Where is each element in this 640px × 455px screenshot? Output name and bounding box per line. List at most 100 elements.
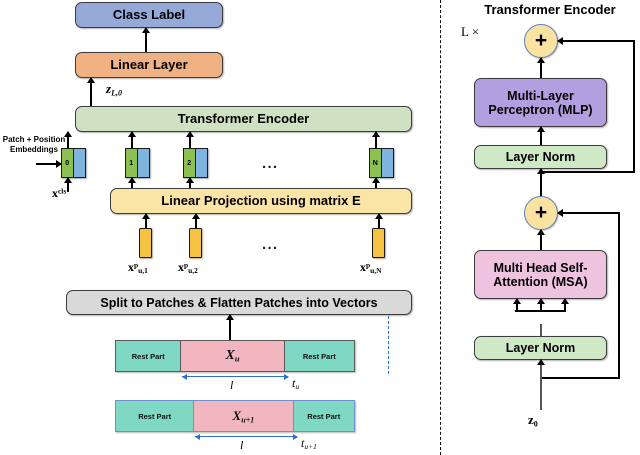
token-ellipsis: ... — [262, 155, 279, 172]
mlp-block: Multi-Layer Perceptron (MLP) — [474, 78, 607, 127]
x-cls-symbol: x — [52, 186, 58, 200]
pvn-symbol: x — [360, 260, 366, 274]
token-0-position — [73, 149, 85, 177]
residual-add-bottom: + — [524, 196, 558, 230]
residual-add-top: + — [524, 24, 558, 58]
arrow-embeddings-to-token — [36, 159, 62, 168]
pv1-symbol: x — [128, 260, 134, 274]
linear-layer-text: Linear Layer — [110, 56, 188, 72]
right-panel-title: Transformer Encoder — [484, 2, 616, 17]
skip-line-bottom-branch — [541, 377, 620, 380]
pvn-sub: u,N — [370, 266, 382, 276]
arrow-token0-up — [67, 132, 69, 150]
skip-line-top-branch — [541, 171, 635, 174]
layer-norm-bottom-text: Layer Norm — [505, 341, 576, 355]
qkv-bus — [515, 310, 566, 313]
row-u1-symbol: X — [232, 408, 242, 423]
panel-divider — [440, 0, 441, 455]
class-label-text: Class Label — [112, 6, 186, 22]
msa-line1: Multi Head Self- — [493, 260, 588, 275]
msa-block: Multi Head Self- Attention (MSA) — [474, 250, 607, 299]
msa-line2: Attention (MSA) — [493, 274, 588, 289]
linear-layer-block: Linear Layer — [75, 52, 223, 78]
linear-projection-text: Linear Projection using matrix E — [161, 192, 361, 208]
token-0: 0 — [61, 148, 86, 178]
arrow-qkv-center — [540, 299, 542, 312]
tu-symbol: t — [292, 376, 296, 390]
pvn-sup: p — [366, 260, 371, 270]
token-n: N — [369, 148, 394, 178]
patch-vector-1 — [139, 228, 152, 258]
patch-vector-n-label: xpu,N — [360, 260, 382, 275]
class-label-block: Class Label — [75, 2, 223, 28]
row-u1-center: Xu+1 — [193, 401, 293, 431]
tu1-symbol: t — [301, 436, 305, 450]
arrow-pvec2-to-proj — [195, 214, 197, 230]
arrow-qkv-right — [564, 299, 566, 312]
dashed-line-tu — [388, 316, 389, 374]
split-patches-text: Split to Patches & Flatten Patches into … — [100, 295, 378, 310]
pv1-sub: u,1 — [138, 266, 148, 276]
z0-subscript: 0 — [533, 419, 538, 429]
label-tu: tu — [292, 376, 299, 391]
arrow-token1-up — [131, 132, 133, 150]
row-u-subscript: u — [234, 353, 240, 364]
token-1: 1 — [125, 148, 150, 178]
row-u1-subscript: u+1 — [241, 415, 255, 425]
z-subscript: L,0 — [111, 88, 123, 98]
z-symbol: z — [106, 81, 112, 96]
row-u1-rest-left: Rest Part — [116, 401, 194, 431]
patch-vector-n — [372, 228, 385, 258]
skip-line-top-vertical — [633, 40, 636, 173]
pp-line2: Embeddings — [9, 145, 58, 155]
x-cls-superscript: cls — [58, 186, 67, 196]
token-n-position — [381, 149, 393, 177]
encoder-input-label: z0 — [528, 412, 538, 428]
pv2-symbol: x — [178, 260, 184, 274]
arrow-ln-top-to-mlp — [540, 127, 542, 145]
layer-norm-top-text: Layer Norm — [505, 150, 576, 164]
timeline-row-u-plus-1: Rest Part Xu+1 Rest Part — [115, 400, 355, 432]
layer-norm-bottom-block: Layer Norm — [474, 336, 607, 360]
arrow-proj-to-token0 — [67, 178, 69, 192]
repeat-label: L × — [461, 24, 480, 39]
token-2-index: 2 — [184, 149, 196, 177]
label-l-row-u-plus-1: l — [240, 438, 244, 452]
pp-line1: Patch + Position — [2, 135, 66, 144]
arrow-pvecN-to-proj — [378, 214, 380, 230]
x-cls-label: xcls — [52, 186, 66, 201]
row-u-symbol: X — [225, 348, 235, 363]
measure-l-row-u-plus-1 — [195, 436, 297, 438]
arrow-qkv-left — [516, 299, 518, 312]
arrow-encoder-to-linear — [90, 78, 92, 106]
arrow-proj-to-token1 — [131, 178, 133, 192]
patch-vector-ellipsis: ... — [262, 236, 279, 253]
transformer-encoder-text: Transformer Encoder — [177, 110, 310, 126]
token-0-index: 0 — [62, 149, 74, 177]
row-u-center: Xu — [180, 341, 284, 371]
skip-line-bottom-vertical — [618, 212, 621, 379]
trunk-ln-bottom-to-msa — [540, 324, 542, 336]
arrow-token2-up — [189, 132, 191, 150]
pv2-sub: u,2 — [188, 266, 198, 276]
mlp-line2: Perceptron (MLP) — [488, 102, 593, 117]
pv2-sup: p — [184, 260, 189, 270]
arrow-add-bottom-to-ln-top — [540, 169, 542, 197]
label-l-row-u: l — [230, 378, 234, 392]
patch-vector-2-label: xpu,2 — [178, 260, 198, 275]
transformer-encoder-block: Transformer Encoder — [75, 106, 412, 132]
patch-vector-2 — [189, 228, 202, 258]
arrow-pvec1-to-proj — [145, 214, 147, 230]
patch-vector-1-label: xpu,1 — [128, 260, 148, 275]
split-patches-block: Split to Patches & Flatten Patches into … — [66, 290, 412, 315]
arrow-proj-to-tokenN — [375, 178, 377, 192]
token-1-position — [137, 149, 149, 177]
tu1-subscript: u+1 — [304, 442, 317, 452]
arrow-msa-to-add — [540, 230, 542, 250]
label-tu-plus-1: tu+1 — [301, 436, 317, 451]
pv1-sup: p — [134, 260, 139, 270]
token-2: 2 — [183, 148, 208, 178]
timeline-row-u: Rest Part Xu Rest Part — [115, 340, 355, 372]
skip-line-bottom-horizontal — [558, 212, 620, 215]
